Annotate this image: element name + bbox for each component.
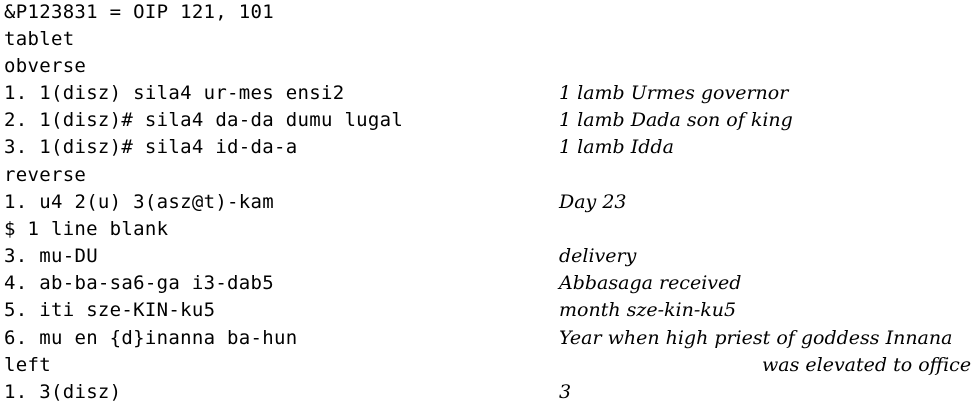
line-text: 1(disz) sila4 ur-mes ensi2 [39, 82, 345, 104]
reverse-label: reverse [4, 164, 87, 186]
line-number: 1. [4, 82, 28, 104]
reverse-line-1: 1. u4 2(u) 3(asz@t)-kam Day 23 [0, 191, 972, 219]
line-number: 6. [4, 327, 28, 349]
left-heading: left was elevated to office [0, 354, 972, 382]
line-number: 3. [4, 245, 28, 267]
text-id-line: &P123831 = OIP 121, 101 [0, 1, 972, 29]
line-translation: Day 23 [559, 191, 627, 213]
blank-line-note: $ 1 line blank [0, 218, 972, 246]
line-text: 1(disz)# sila4 id-da-a [39, 136, 298, 158]
line-transliteration: 3. mu-DU [4, 245, 98, 267]
line-translation-continued: was elevated to office [762, 354, 972, 376]
reverse-line-4: 4. ab-ba-sa6-ga i3-dab5 Abbasaga receive… [0, 272, 972, 300]
line-number: 1. [4, 191, 28, 213]
line-translation: Abbasaga received [559, 272, 742, 294]
line-transliteration: 2. 1(disz)# sila4 da-da dumu lugal [4, 109, 403, 131]
reverse-line-3: 3. mu-DU delivery [0, 245, 972, 273]
object-type-line: tablet [0, 28, 972, 56]
obverse-heading: obverse [0, 55, 972, 83]
line-number: 4. [4, 272, 28, 294]
line-translation: month sze-kin-ku5 [559, 299, 737, 321]
line-transliteration: 3. 1(disz)# sila4 id-da-a [4, 136, 298, 158]
line-text: ab-ba-sa6-ga i3-dab5 [39, 272, 275, 294]
left-label: left [4, 354, 51, 376]
reverse-line-6: 6. mu en {d}inanna ba-hun Year when high… [0, 327, 972, 355]
reverse-heading: reverse [0, 164, 972, 192]
line-transliteration: 6. mu en {d}inanna ba-hun [4, 327, 298, 349]
line-transliteration: 4. ab-ba-sa6-ga i3-dab5 [4, 272, 274, 294]
line-text: mu-DU [39, 245, 98, 267]
line-transliteration: 5. iti sze-KIN-ku5 [4, 299, 215, 321]
line-translation: 1 lamb Idda [559, 136, 674, 158]
line-text: mu en {d}inanna ba-hun [39, 327, 298, 349]
left-line-1: 1. 3(disz) 3 [0, 381, 972, 403]
line-translation: 1 lamb Urmes governor [559, 82, 789, 104]
line-transliteration: 1. 1(disz) sila4 ur-mes ensi2 [4, 82, 344, 104]
line-text: iti sze-KIN-ku5 [39, 299, 216, 321]
line-translation: Year when high priest of goddess Innana [559, 327, 953, 349]
line-translation: 3 [559, 381, 572, 403]
line-number: 2. [4, 109, 28, 131]
obverse-label: obverse [4, 55, 87, 77]
line-number: 5. [4, 299, 28, 321]
reverse-line-5: 5. iti sze-KIN-ku5 month sze-kin-ku5 [0, 299, 972, 327]
line-number: 3. [4, 136, 28, 158]
line-text: 3(disz) [39, 381, 122, 403]
obverse-line-1: 1. 1(disz) sila4 ur-mes ensi2 1 lamb Urm… [0, 82, 972, 110]
id-line-text: &P123831 = OIP 121, 101 [4, 1, 274, 23]
line-transliteration: 1. 3(disz) [4, 381, 121, 403]
line-transliteration: 1. u4 2(u) 3(asz@t)-kam [4, 191, 274, 213]
line-number: 1. [4, 381, 28, 403]
blank-note-text: $ 1 line blank [4, 218, 169, 240]
obverse-line-3: 3. 1(disz)# sila4 id-da-a 1 lamb Idda [0, 136, 972, 164]
object-type-text: tablet [4, 28, 75, 50]
line-translation: delivery [559, 245, 637, 267]
line-text: u4 2(u) 3(asz@t)-kam [39, 191, 275, 213]
obverse-line-2: 2. 1(disz)# sila4 da-da dumu lugal 1 lam… [0, 109, 972, 137]
line-translation: 1 lamb Dada son of king [559, 109, 793, 131]
line-text: 1(disz)# sila4 da-da dumu lugal [39, 109, 404, 131]
